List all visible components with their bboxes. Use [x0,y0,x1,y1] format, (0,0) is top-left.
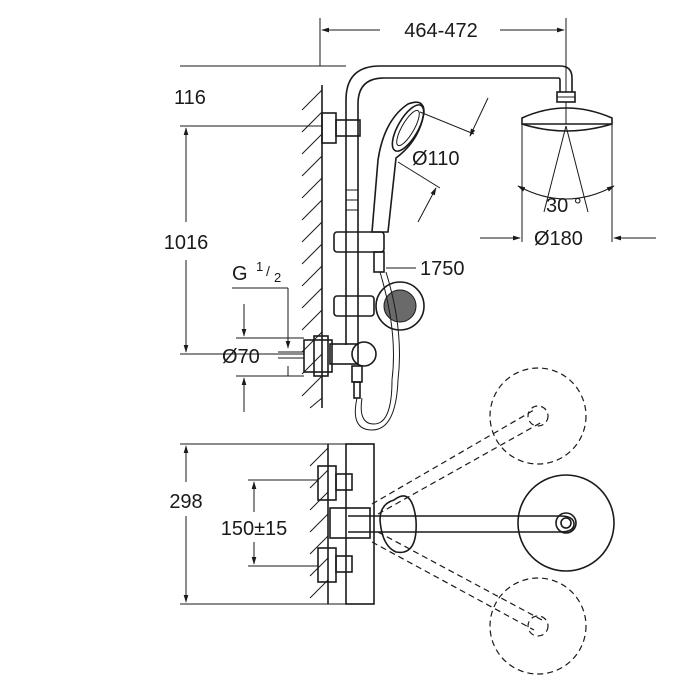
wall-connector [303,271,400,431]
rail-height-label: 1016 [164,232,209,254]
hose-length-label: 1750 [420,258,465,280]
dimension-handshower [397,97,489,223]
thread-slash: / [266,263,270,279]
head-diameter-label: Ø180 [534,228,583,250]
dimension-rail-height [180,127,304,355]
spray-angle-lines [517,125,615,213]
wall-hatching-top [301,85,323,409]
thread-denominator: 2 [274,270,281,285]
slider-holder [333,231,385,273]
shower-riser [321,65,573,345]
rotation-positions [371,367,587,675]
accessory-holder [333,281,425,331]
top-offset-label: 116 [174,87,206,109]
hand-shower [371,101,425,233]
thread-numerator: 1 [256,259,263,274]
dimension-inlet-spacing [248,479,318,567]
wall-hatching-plan [308,443,329,605]
dimension-arm-reach [319,18,567,92]
spray-angle-label: 30 ° [546,195,582,217]
dimension-connector [236,304,304,412]
dimension-depth [180,443,346,605]
handshower-diameter-label: Ø110 [412,148,459,170]
head-shower [521,91,613,132]
thread-main-label: G [232,263,248,285]
connector-diameter-label: Ø70 [222,346,260,368]
mixer-plan [317,443,375,605]
dimension-top-offset [180,65,346,127]
arm-reach-label: 464-472 [404,20,477,42]
thread-label-group: G 1 / 2 [232,259,291,349]
depth-label: 298 [169,491,202,513]
arm-plan [348,474,615,572]
inlet-spacing-label: 150±15 [221,518,288,540]
dimension-head [480,124,656,242]
